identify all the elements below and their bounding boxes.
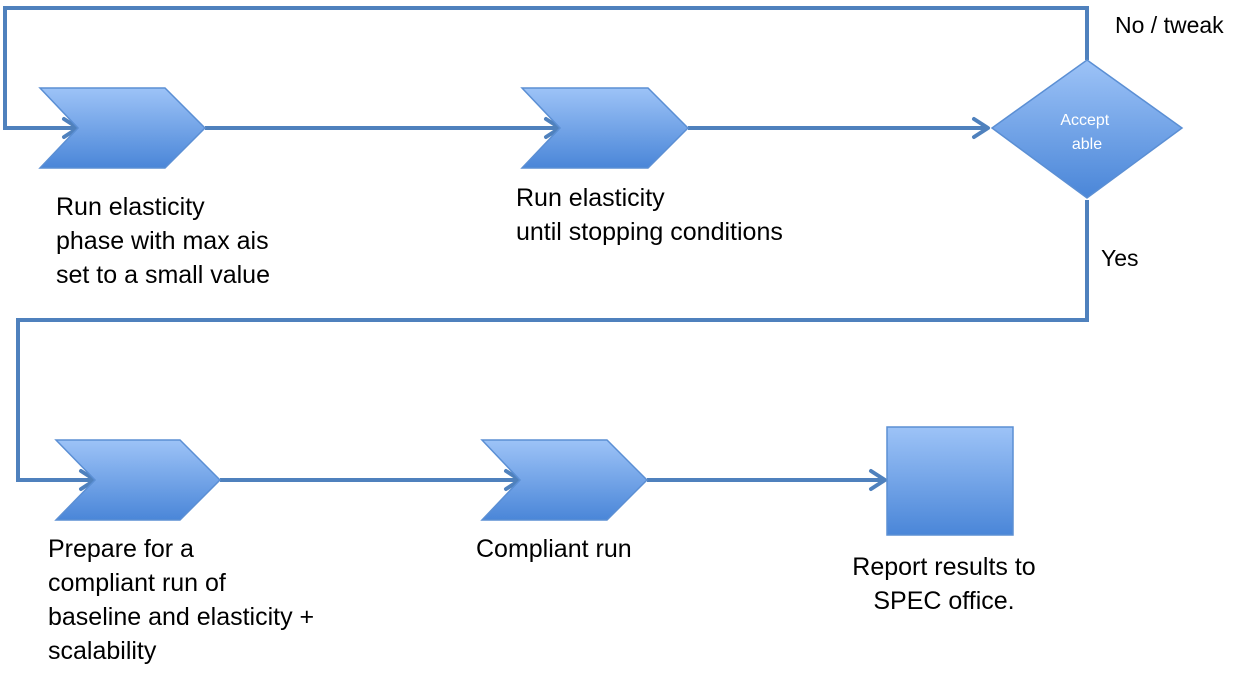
decision-label-line: able <box>1072 136 1102 153</box>
step-5-label-line: SPEC office. <box>873 587 1015 615</box>
no-tweak-label: No / tweak <box>1115 12 1224 38</box>
step-3-chevron <box>54 439 222 521</box>
loop-back-connector <box>3 6 1089 130</box>
step-1-chevron <box>38 87 207 169</box>
step-4-label-line: Compliant run <box>476 535 632 563</box>
step-2-chevron <box>520 87 690 169</box>
step-3-label: Prepare for a compliant run of baseline … <box>48 532 314 668</box>
step-3-label-line: baseline and elasticity + <box>48 603 315 631</box>
step-1-label-line: Run elasticity <box>56 193 205 221</box>
step-3-label-line: scalability <box>48 637 157 665</box>
step-1-label-line: phase with max ais <box>56 227 269 255</box>
decision-diamond <box>990 59 1184 199</box>
decision-label-line: Accept <box>1060 112 1109 129</box>
decision-label: Accept able <box>1060 112 1113 153</box>
step-3-label-line: Prepare for a <box>48 535 194 563</box>
step-2-label: Run elasticity until stopping conditions <box>516 181 783 249</box>
arrowhead <box>972 117 990 139</box>
step-5-label-line: Report results to <box>852 553 1036 581</box>
yes-connector <box>16 200 1089 482</box>
step-2-label-line: Run elasticity <box>516 184 665 212</box>
yes-label: Yes <box>1101 245 1139 271</box>
step-5-square <box>886 426 1014 536</box>
step-3-label-line: compliant run of <box>48 569 226 597</box>
arrowhead <box>869 469 887 491</box>
step-2-label-line: until stopping conditions <box>516 218 783 246</box>
step-5-label: Report results to SPEC office. <box>824 550 1064 618</box>
step-1-label: Run elasticity phase with max ais set to… <box>56 190 270 292</box>
step-4-label: Compliant run <box>476 532 632 566</box>
step-1-label-line: set to a small value <box>56 261 270 289</box>
step-4-chevron <box>480 439 649 521</box>
